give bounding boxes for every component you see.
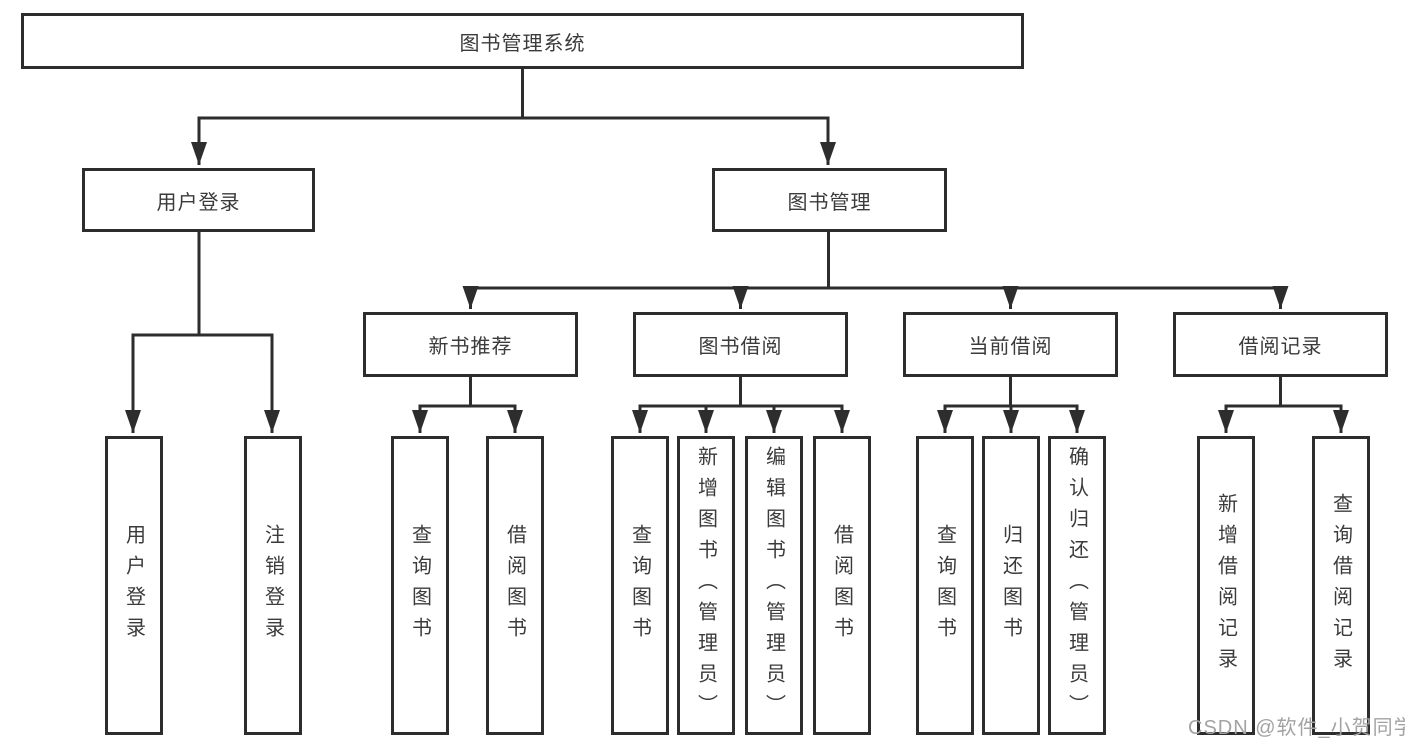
node-leaf-logout: 注销登录: [244, 436, 302, 735]
node-root-system: 图书管理系统: [21, 13, 1024, 69]
node-label: 编辑图书（管理员）: [762, 446, 785, 725]
node-label: 查询图书: [408, 523, 431, 648]
node-book-management: 图书管理: [712, 168, 947, 232]
node-leaf-query-borrow-record: 查询借阅记录: [1312, 436, 1370, 735]
node-leaf-query-books-current: 查询图书: [916, 436, 974, 735]
node-leaf-borrow-books: 借阅图书: [813, 436, 871, 735]
node-label: 图书管理系统: [459, 32, 586, 55]
node-label: 新增图书（管理员）: [694, 446, 717, 725]
node-label: 用户登录: [122, 523, 145, 648]
node-label: 确认归还（管理员）: [1065, 446, 1088, 725]
node-label: 当前借阅: [968, 336, 1053, 358]
node-label: 借阅图书: [503, 523, 526, 648]
node-label: 查询图书: [933, 523, 956, 648]
node-current-borrowing: 当前借阅: [903, 312, 1118, 377]
node-label: 注销登录: [261, 523, 284, 648]
node-leaf-query-books-borrowing: 查询图书: [611, 436, 669, 735]
node-label: 用户登录: [156, 191, 241, 214]
node-borrowing-records: 借阅记录: [1173, 312, 1388, 377]
node-label: 新书推荐: [428, 336, 513, 358]
node-label: 新增借阅记录: [1214, 492, 1237, 679]
node-new-book-recommend: 新书推荐: [363, 312, 578, 377]
node-label: 查询借阅记录: [1329, 492, 1352, 679]
node-leaf-user-login: 用户登录: [105, 436, 163, 735]
node-label: 图书借阅: [698, 336, 783, 358]
node-leaf-add-book-admin: 新增图书（管理员）: [677, 436, 735, 735]
node-leaf-edit-book-admin: 编辑图书（管理员）: [745, 436, 803, 735]
node-label: 借阅图书: [830, 523, 853, 648]
node-leaf-query-books-recommend: 查询图书: [391, 436, 449, 735]
node-label: 借阅记录: [1238, 336, 1323, 358]
csdn-watermark: CSDN @软件_小贺同学: [1188, 717, 1405, 739]
node-label: 图书管理: [787, 191, 872, 214]
node-label: 归还图书: [999, 523, 1022, 648]
node-leaf-add-borrow-record: 新增借阅记录: [1197, 436, 1255, 735]
node-leaf-return-books: 归还图书: [982, 436, 1040, 735]
node-leaf-borrow-books-recommend: 借阅图书: [486, 436, 544, 735]
node-leaf-confirm-return-admin: 确认归还（管理员）: [1048, 436, 1106, 735]
node-book-borrowing: 图书借阅: [633, 312, 848, 377]
node-label: 查询图书: [628, 523, 651, 648]
node-user-login: 用户登录: [82, 168, 315, 232]
